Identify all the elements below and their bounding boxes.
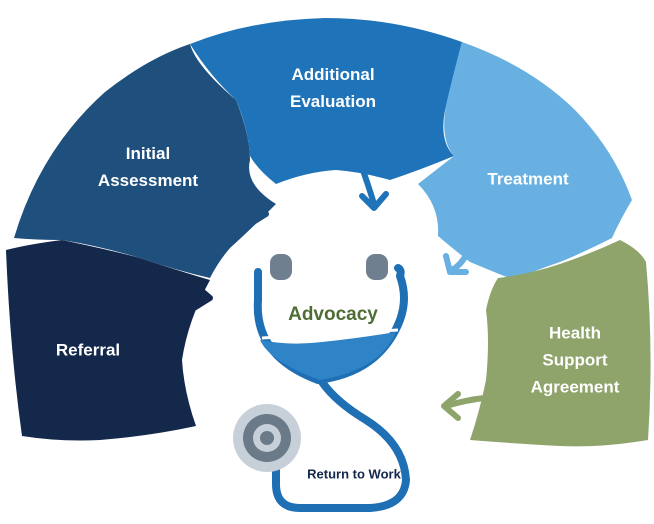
segment-label-referral: Referral (55, 340, 121, 360)
arrow-health-support-head-icon (441, 391, 461, 421)
chestpiece-center-icon (260, 431, 274, 445)
arrow-treatment-head-icon (443, 253, 469, 275)
right-earpiece-icon (366, 254, 388, 280)
segment-treatment (418, 42, 632, 280)
segment-health-support-agreement (470, 240, 651, 447)
segment-referral (6, 240, 210, 441)
segment-initial-assessment (14, 44, 276, 278)
segment-label-treatment: Treatment (487, 169, 569, 189)
left-earpiece-icon (270, 254, 292, 280)
arrow-referral-icon (163, 295, 209, 329)
stethoscope-icon (233, 254, 411, 512)
segment-label-health-support-agreement: Health Support Agreement (530, 323, 620, 397)
arrow-referral-head-icon (191, 283, 213, 311)
arrow-additional-evaluation-head-icon (359, 191, 389, 211)
segment-label-additional-evaluation: Additional Evaluation (290, 65, 376, 111)
arrow-initial-assessment-head-icon (247, 199, 269, 227)
advocacy-label: Advocacy (288, 304, 378, 325)
segment-additional-evaluation (190, 18, 462, 184)
segment-label-initial-assessment: Initial Assessment (97, 144, 199, 190)
stethoscope-tube (272, 378, 411, 512)
stethoscope-band (260, 332, 396, 380)
arrow-additional-evaluation-icon (357, 159, 377, 207)
return-to-work-label: Return to Work (307, 466, 401, 482)
stethoscope-band-line (261, 328, 399, 340)
arrow-treatment-icon (449, 237, 475, 273)
